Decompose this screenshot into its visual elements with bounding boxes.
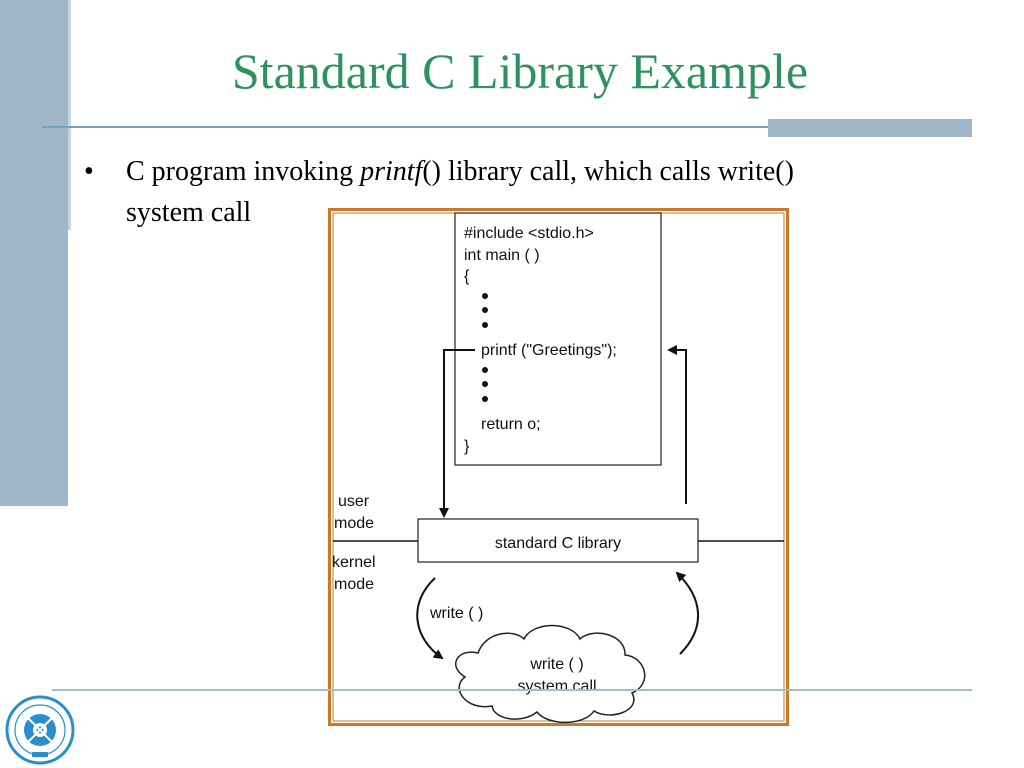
code-line: } [464, 438, 470, 455]
user-mode-label: user [338, 493, 370, 510]
university-seal-icon [5, 695, 75, 765]
bullet-dot: • [84, 156, 94, 187]
user-mode-label: mode [334, 515, 374, 532]
write-label: write ( ) [429, 605, 483, 622]
return-line: return o; [481, 416, 541, 433]
code-line: #include <stdio.h> [464, 225, 594, 242]
syscall-return-arrow [675, 571, 700, 655]
sidebar-decoration [0, 0, 68, 506]
call-arrow [439, 349, 475, 518]
return-arrow [667, 345, 687, 504]
code-line: { [464, 268, 470, 285]
ellipsis-dot [482, 293, 488, 299]
ellipsis-dot [482, 367, 488, 373]
ellipsis-dot [482, 307, 488, 313]
slide-title: Standard C Library Example [231, 43, 809, 99]
system-call-cloud [455, 624, 646, 724]
title-divider [42, 126, 972, 128]
cloud-label: system call [517, 678, 596, 695]
footer-divider [52, 689, 972, 691]
bullet-text-end: () library call, which calls write() [422, 156, 794, 187]
ellipsis-dot [482, 322, 488, 328]
cloud-label: write ( ) [529, 656, 583, 673]
bullet-text: C program invoking printf() library call… [126, 152, 966, 191]
sidebar-accent-line [68, 0, 71, 230]
code-line: int main ( ) [464, 247, 540, 264]
bullet-text-italic: printf [360, 156, 423, 187]
title-divider-block [768, 119, 972, 137]
kernel-mode-label: kernel [332, 554, 376, 571]
code-box [454, 212, 662, 466]
printf-line: printf ("Greetings"); [481, 342, 617, 359]
ellipsis-dot [482, 396, 488, 402]
library-box [417, 518, 699, 563]
syscall-arrow [416, 577, 444, 660]
bullet-text-start: C program invoking [126, 156, 361, 187]
c-library-diagram: #include <stdio.h> int main ( ) { printf… [328, 208, 789, 726]
ellipsis-dot [482, 381, 488, 387]
kernel-mode-label: mode [334, 576, 374, 593]
library-label: standard C library [495, 535, 621, 552]
bullet-text-line2: system call [126, 197, 252, 228]
